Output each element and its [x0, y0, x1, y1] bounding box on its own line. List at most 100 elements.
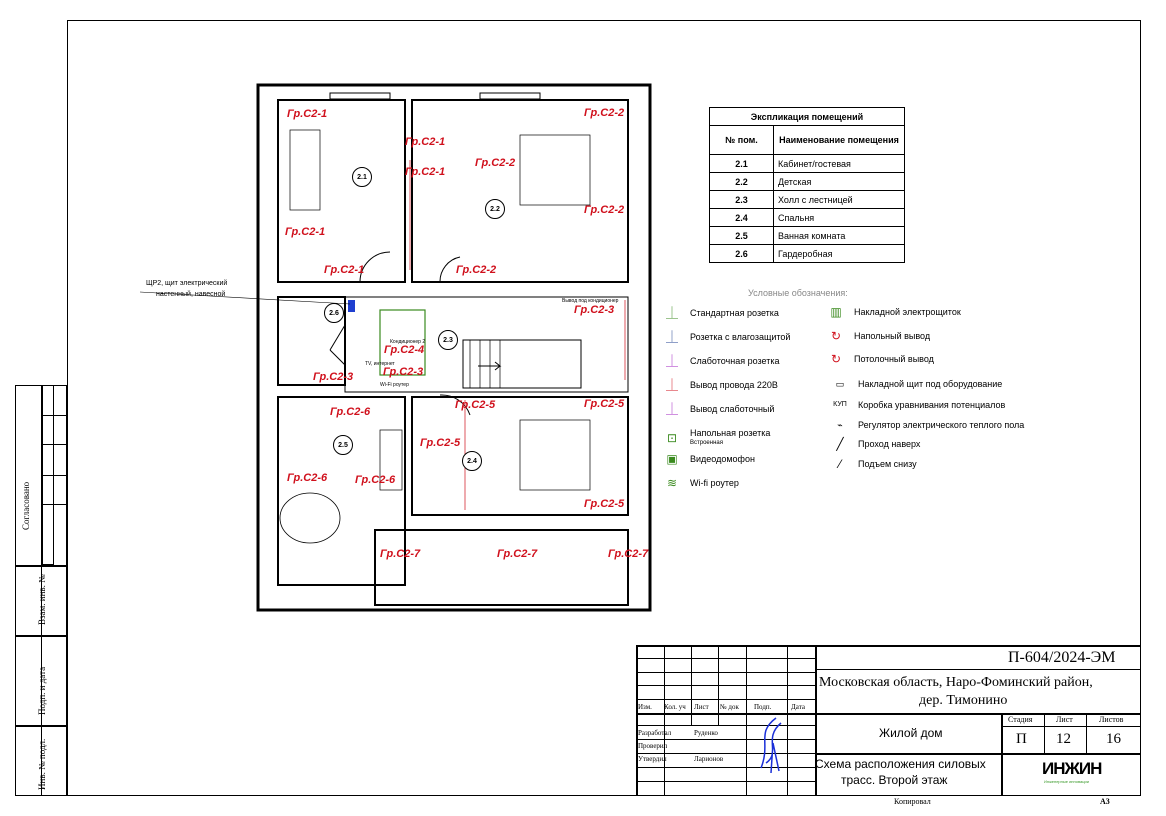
- room-number: 2.4: [462, 451, 482, 471]
- header-date: Дата: [791, 703, 805, 711]
- room-2-2: [411, 99, 629, 283]
- rise-from-below-icon: ⁄: [838, 457, 841, 471]
- address-line-2: дер. Тимонино: [919, 693, 1008, 708]
- explication-table: Экспликация помещений № пом.Наименование…: [709, 107, 905, 263]
- wifi-note: Wi-Fi роутер: [380, 382, 409, 388]
- legend-item: Коробка уравнивания потенциалов: [858, 400, 1006, 410]
- legend-item: Вывод провода 220В: [690, 380, 778, 390]
- room-2-4: [411, 396, 629, 516]
- group-label: Гр.С2-5: [584, 498, 625, 510]
- role-approver: Утвердил: [638, 755, 667, 763]
- company-logo: ИНЖИН: [1042, 759, 1102, 778]
- room-2-3: [344, 296, 629, 393]
- role-checker: Проверил: [638, 742, 668, 750]
- stage-value: П: [1016, 731, 1027, 747]
- title-block: Изм. Кол. уч Лист № док Подп. Дата Разра…: [636, 645, 1141, 796]
- group-label: Гр.С2-2: [584, 107, 625, 119]
- panel-icon: [348, 300, 355, 312]
- legend-item: Видеодомофон: [690, 454, 755, 464]
- group-label: Гр.С2-3: [383, 366, 424, 378]
- lowcurrent-socket-icon: ⏊: [665, 354, 678, 368]
- outer-wall: [256, 83, 652, 612]
- building-name: Жилой дом: [879, 726, 943, 740]
- panel-note-2: настенный, навесной: [156, 291, 226, 298]
- floor-socket-icon: ⊡: [666, 431, 678, 445]
- bed-green: [379, 309, 426, 376]
- name-approver: Ларионов: [694, 755, 724, 763]
- header-doc: № док: [720, 703, 739, 711]
- explication-title: Экспликация помещений: [709, 107, 905, 126]
- room-number: 2.3: [438, 330, 458, 350]
- wire-220-icon: ⏊: [665, 378, 678, 392]
- group-label: Гр.С2-7: [380, 548, 421, 560]
- address-line-1: Московская область, Наро-Фоминский район…: [819, 675, 1093, 690]
- group-label: Гр.С2-3: [313, 371, 354, 383]
- format-label: А3: [1100, 797, 1110, 806]
- group-label: Гр.С2-6: [330, 406, 371, 418]
- group-label: Гр.С2-7: [497, 548, 538, 560]
- sheet-title-2: трасс. Второй этаж: [841, 773, 948, 787]
- company-logo-subtitle: Инженерные инновации: [1044, 779, 1090, 784]
- group-label: Гр.С2-6: [287, 472, 328, 484]
- sheet-title-1: Схема расположения силовых: [815, 757, 986, 771]
- legend-item: Вывод слаботочный: [690, 404, 775, 414]
- name-developer: Руденко: [694, 729, 718, 737]
- group-label: Гр.С2-6: [355, 474, 396, 486]
- drawing-frame: [67, 20, 1141, 796]
- group-label: Гр.С2-1: [285, 226, 326, 238]
- staircase: [462, 339, 582, 389]
- legend-item: Проход наверх: [858, 439, 921, 449]
- intercom-icon: ▣: [666, 452, 678, 466]
- legend-subtext: Встроенная: [690, 440, 723, 446]
- wifi-icon: ≋: [666, 476, 678, 490]
- legend-item: Подъем снизу: [858, 459, 917, 469]
- group-label: Гр.С2-4: [384, 344, 425, 356]
- balcony: [374, 529, 629, 606]
- doc-code: П-604/2024-ЭМ: [1008, 649, 1116, 666]
- legend-item: Стандартная розетка: [690, 308, 779, 318]
- floor-output-icon: ↻: [830, 329, 842, 343]
- legend-item: Накладной электрощиток: [854, 307, 961, 317]
- legend-item: Регулятор электрического теплого пола: [858, 420, 1025, 430]
- copied-label: Копировал: [894, 797, 931, 806]
- stage-header: Стадия: [1008, 715, 1033, 724]
- lowcurrent-output-icon: ⏊: [665, 402, 678, 416]
- room-number: 2.5: [333, 435, 353, 455]
- legend-item: Wi-fi роутер: [690, 478, 739, 488]
- header-list: Лист: [694, 703, 709, 711]
- col-header: Наименование помещения: [773, 125, 905, 155]
- room-2-1: [277, 99, 406, 283]
- group-label: Гр.С2-2: [456, 264, 497, 276]
- role-developer: Разработал: [638, 729, 672, 737]
- group-label: Гр.С2-1: [405, 136, 446, 148]
- waterproof-socket-icon: ⏊: [665, 330, 678, 344]
- panel-note-1: ЩР2, щит электрический: [146, 280, 228, 287]
- sheet-value: 12: [1056, 731, 1071, 747]
- col-header: № пом.: [709, 125, 774, 155]
- sheets-value: 16: [1106, 731, 1121, 747]
- surface-panel-icon: ▥: [830, 305, 842, 319]
- group-label: Гр.С2-5: [584, 398, 625, 410]
- legend-item: Розетка с влагозащитой: [690, 332, 791, 342]
- room-2-5: [277, 396, 406, 586]
- kup-box-icon: КУП: [833, 401, 847, 408]
- side-stamp: Согласовано Взам. инв. № Подп. и дата Ин…: [15, 385, 67, 796]
- header-kol: Кол. уч: [664, 703, 686, 711]
- group-label: Гр.С2-2: [584, 204, 625, 216]
- legend-item: Напольный вывод: [854, 331, 931, 341]
- signature: [760, 717, 782, 774]
- header-izm: Изм.: [638, 703, 652, 711]
- group-label: Гр.С2-3: [574, 304, 615, 316]
- pass-up-icon: ╱: [836, 437, 844, 451]
- group-label: Гр.С2-1: [324, 264, 365, 276]
- tv-note: TV, интернет: [365, 361, 395, 367]
- group-label: Гр.С2-5: [455, 399, 496, 411]
- sheet-header: Лист: [1056, 715, 1073, 724]
